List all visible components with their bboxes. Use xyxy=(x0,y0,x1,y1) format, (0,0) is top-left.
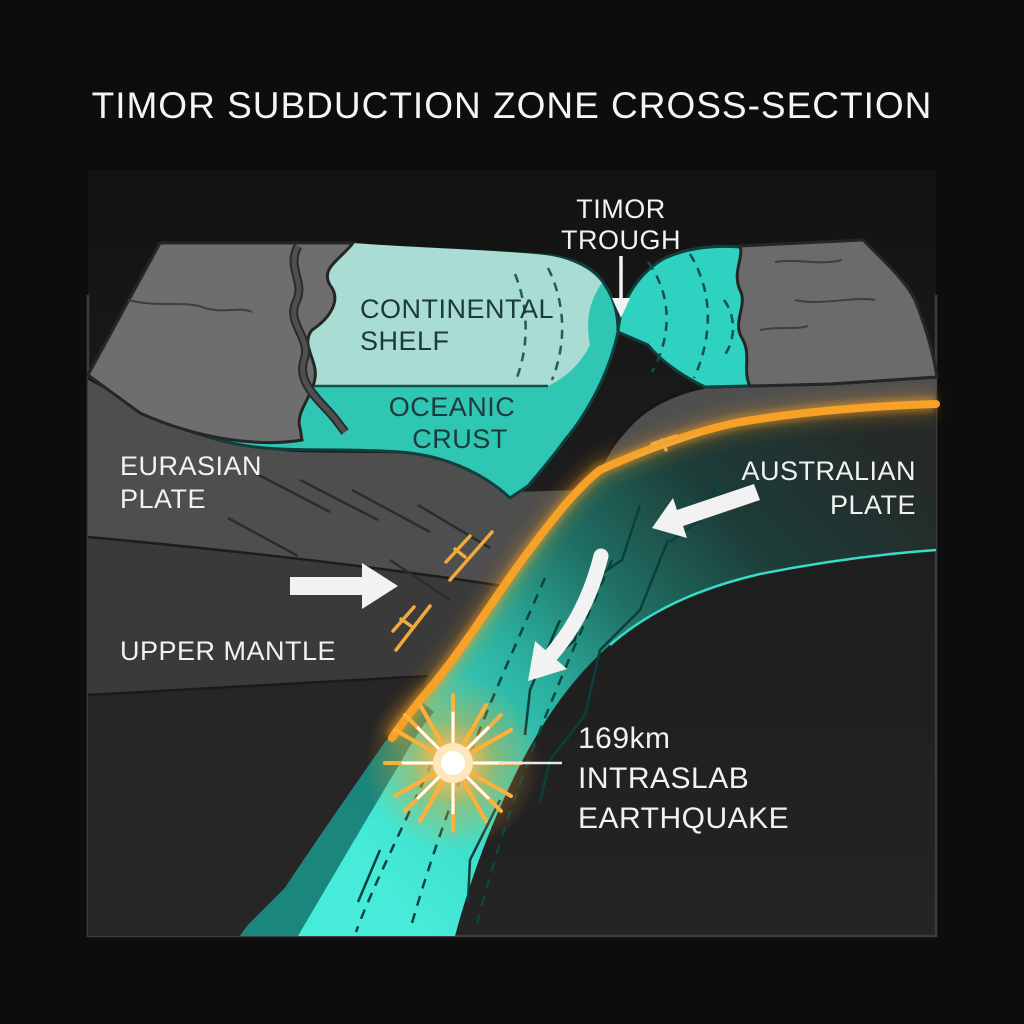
diagram-title: TIMOR SUBDUCTION ZONE CROSS-SECTION xyxy=(92,85,933,126)
upper-mantle-label: UPPER MANTLE xyxy=(120,636,336,666)
slab-bottom-edge-line xyxy=(609,548,937,646)
eurasian-top-surface xyxy=(86,241,620,500)
shelf-contour-dashes xyxy=(513,267,564,381)
timor-trough-label-line1: TIMOR xyxy=(576,194,666,224)
timor-trough-label-line2: TROUGH xyxy=(561,225,681,255)
earthquake-core xyxy=(441,751,465,775)
earthquake-label-line2: INTRASLAB xyxy=(578,762,749,795)
thrust-fault-ticks xyxy=(391,432,702,652)
oceanic-crust-label-line1: OCEANIC xyxy=(389,392,516,422)
australian-top-surface xyxy=(616,238,939,389)
earthquake-label-line1: 169km xyxy=(578,722,671,755)
plate-motion-arrows xyxy=(290,256,760,681)
crust-mantle-boundary-line xyxy=(87,535,517,590)
river-channel xyxy=(291,244,347,434)
continental-shelf-label-line1: CONTINENTAL xyxy=(360,294,554,324)
continental-shelf-surface xyxy=(255,243,602,386)
eurasian-motion-arrow xyxy=(290,563,398,609)
australian-motion-arrow xyxy=(652,484,760,538)
trough-arrow-head xyxy=(612,298,630,318)
sea-contour-dashes xyxy=(646,253,735,379)
australia-landmass xyxy=(735,238,939,388)
australian-plate-label-line1: AUSTRALIAN xyxy=(741,456,916,486)
eurasian-block-front-face xyxy=(87,376,585,936)
eurasian-plate-label-line1: EURASIAN xyxy=(120,451,262,481)
australian-plate-label-line2: PLATE xyxy=(830,490,916,520)
eurasian-crust-band xyxy=(88,378,585,588)
deep-mantle-band xyxy=(88,676,428,936)
earthquake-label-line3: EARTHQUAKE xyxy=(578,802,789,835)
slab-descent-arrow-head xyxy=(528,641,567,681)
eurasian-plate-label-line2: PLATE xyxy=(120,484,206,514)
mantle-boundary-line xyxy=(87,674,429,697)
slab-descent-arrow-shaft xyxy=(544,548,609,662)
front-face-hatch-lines xyxy=(227,471,491,602)
continental-shelf-label-line2: SHELF xyxy=(360,326,450,356)
land-cracks-right xyxy=(759,259,876,331)
oceanic-crust-label-line2: CRUST xyxy=(412,424,508,454)
land-crack-left xyxy=(127,299,253,313)
timor-landmass xyxy=(86,241,357,445)
